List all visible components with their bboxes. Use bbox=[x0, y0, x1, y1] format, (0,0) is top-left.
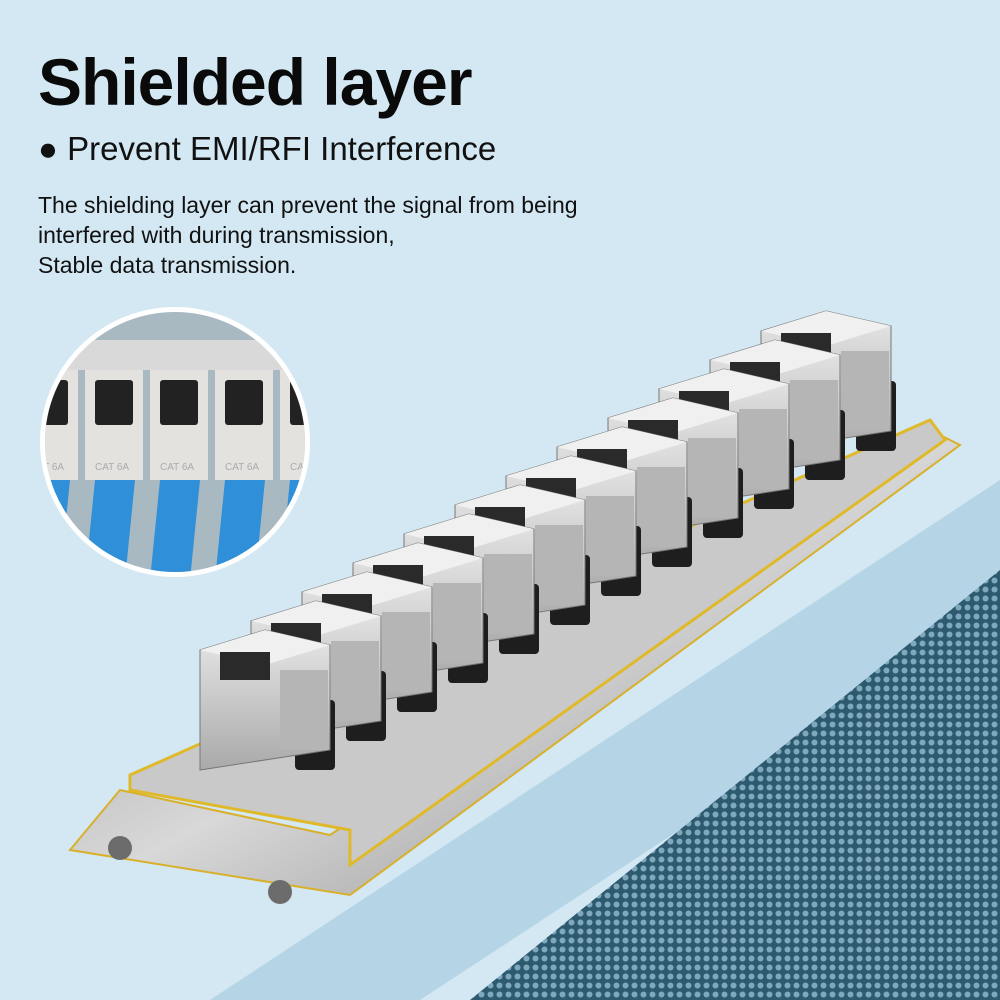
inset-jack: CAT 6A bbox=[215, 370, 273, 572]
keystone-jack bbox=[760, 310, 896, 452]
mounting-hole bbox=[268, 880, 292, 904]
detail-inset: CAT 6A CAT 6A CAT 6A CAT 6A CAT 6A bbox=[30, 307, 324, 577]
description: The shielding layer can prevent the sign… bbox=[38, 190, 578, 280]
ethernet-cable bbox=[150, 480, 200, 572]
feature-bullet: ● Prevent EMI/RFI Interference bbox=[38, 130, 497, 167]
inset-jack: CAT 6A bbox=[150, 370, 208, 572]
jack-label: CAT 6A bbox=[160, 462, 194, 473]
jack-label: CAT 6A bbox=[225, 462, 259, 473]
rj45-port bbox=[220, 652, 270, 680]
description-line: Stable data transmission. bbox=[38, 252, 297, 278]
background-mesh bbox=[470, 570, 1000, 1000]
description-line: The shielding layer can prevent the sign… bbox=[38, 192, 578, 218]
mounting-hole bbox=[108, 836, 132, 860]
keystone-jack bbox=[199, 629, 335, 771]
background-band bbox=[210, 480, 1000, 1000]
jack-label: CAT 6A bbox=[30, 462, 64, 473]
jack-label: CAT 6A bbox=[290, 462, 324, 473]
description-line: interfered with during transmission, bbox=[38, 222, 395, 248]
jack-label: CAT 6A bbox=[95, 462, 129, 473]
page-title: Shielded layer bbox=[38, 45, 473, 119]
